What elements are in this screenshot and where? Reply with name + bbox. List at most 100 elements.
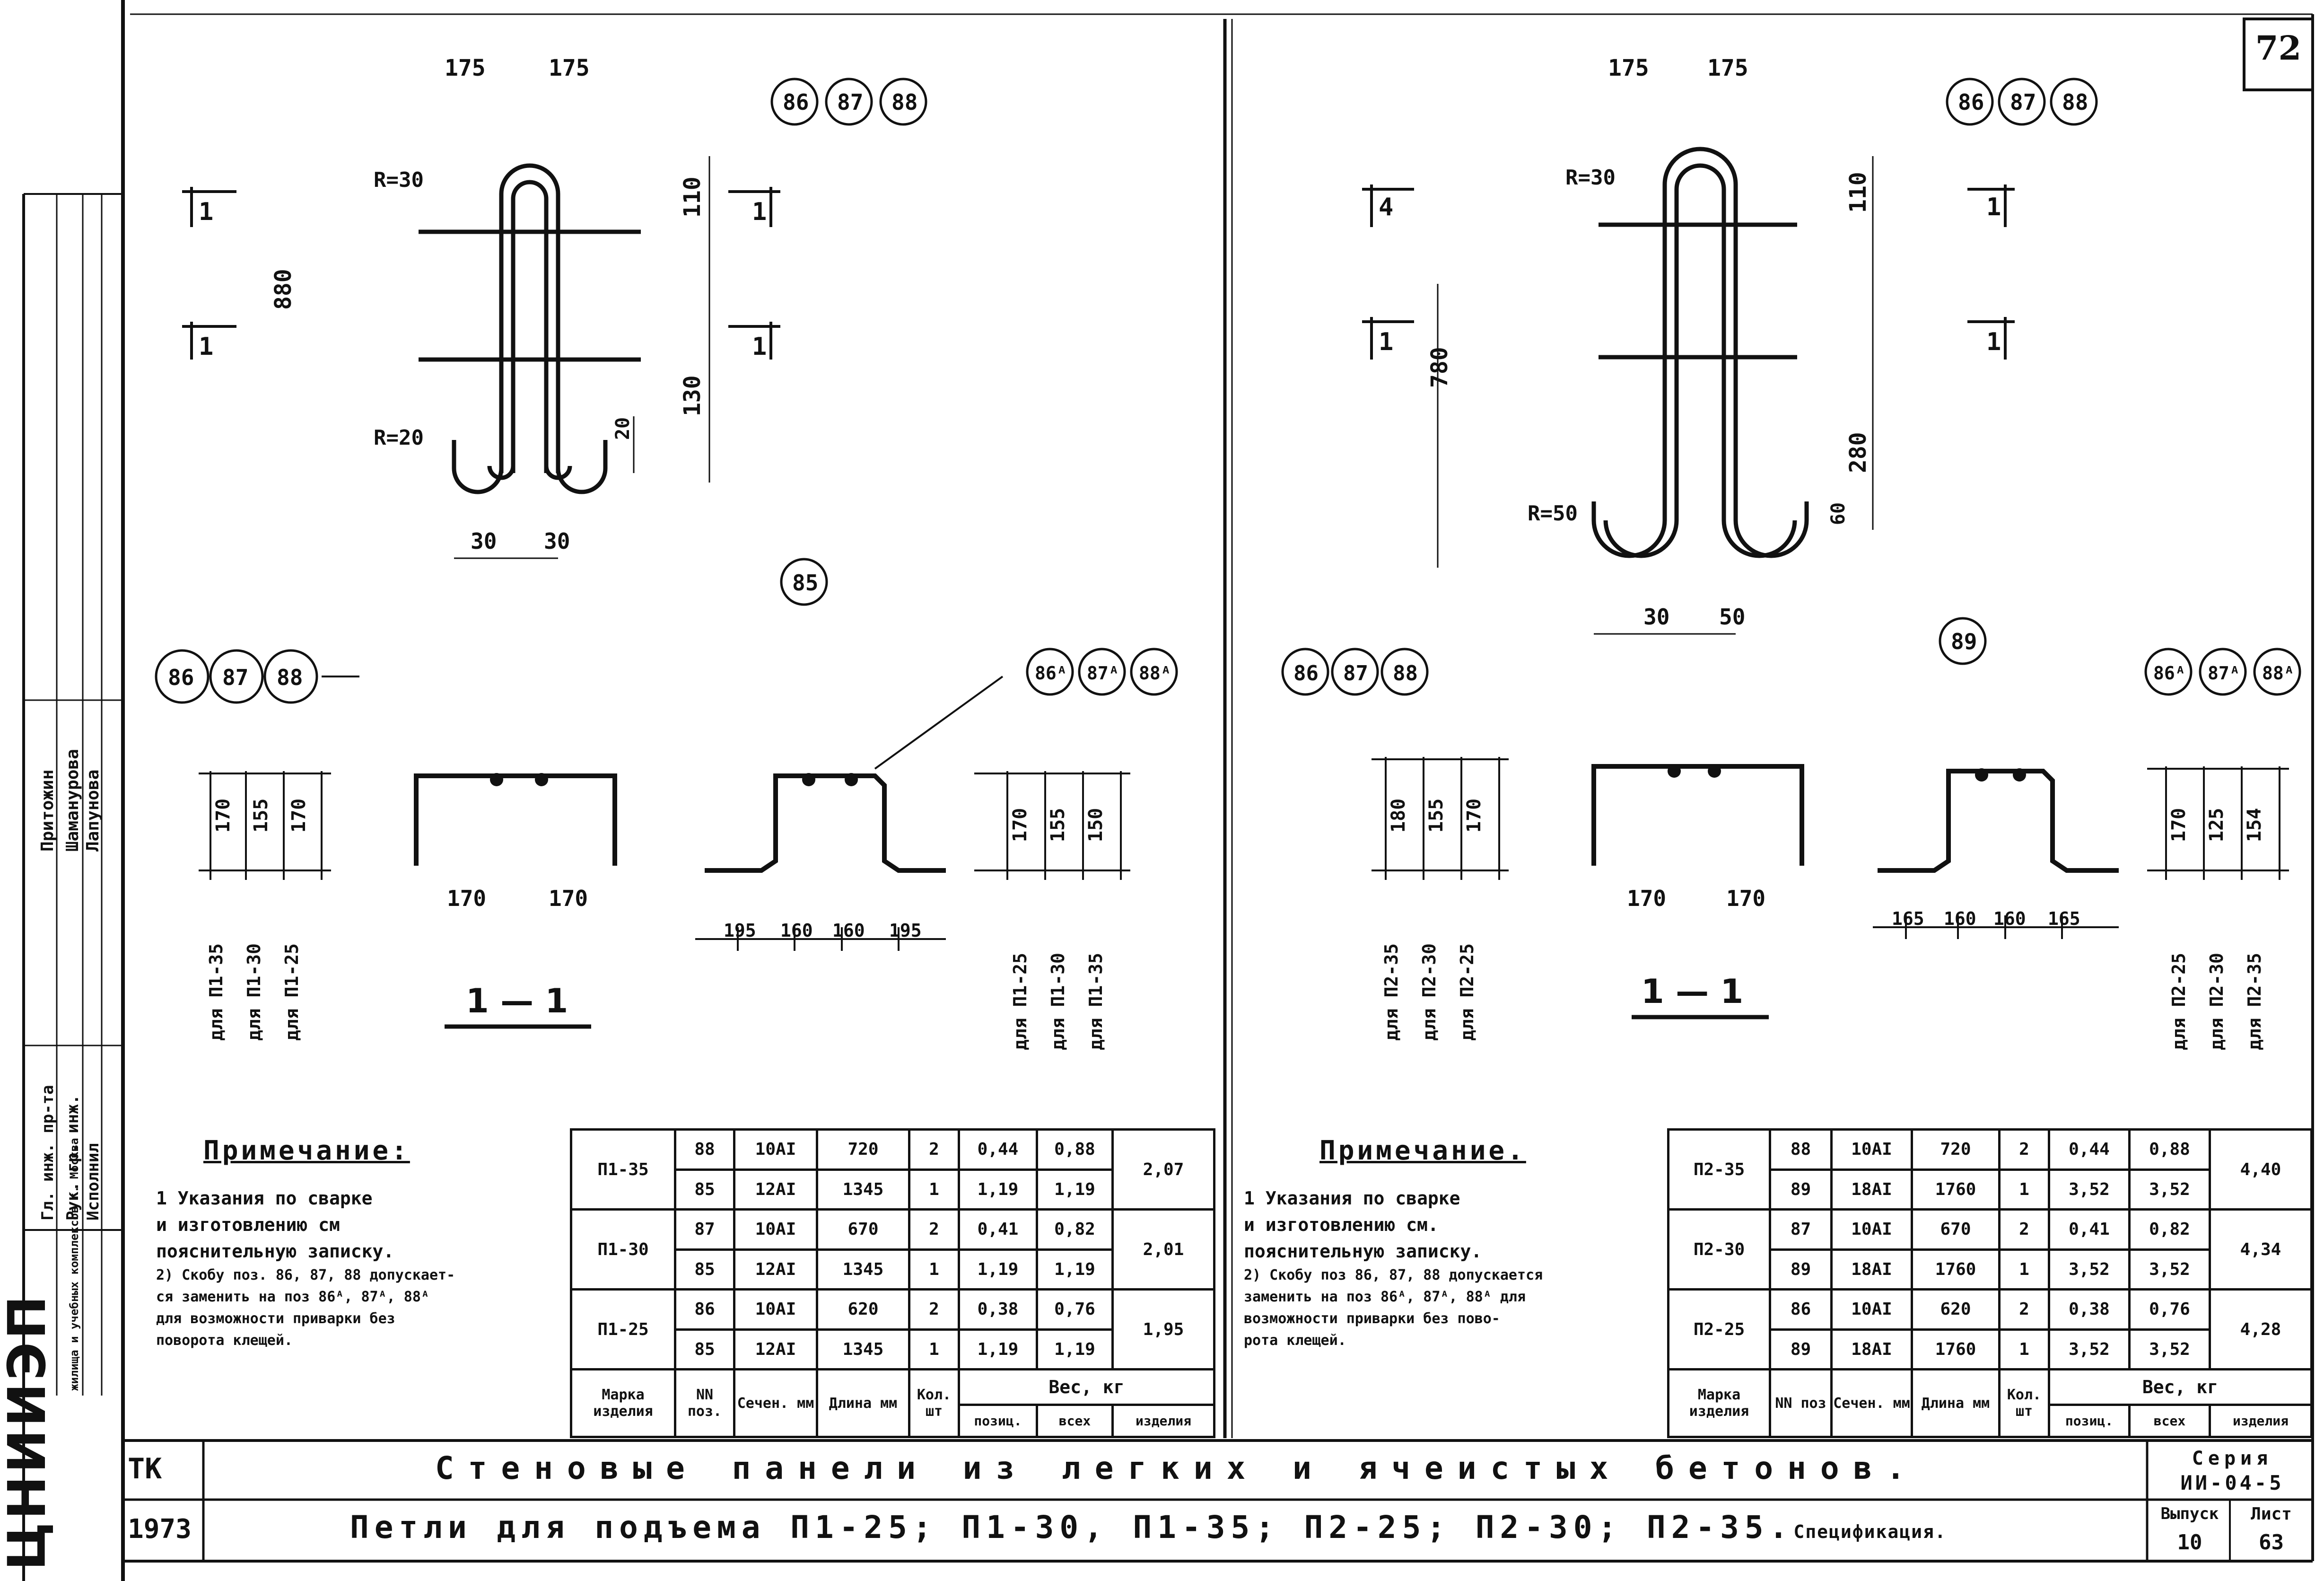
- table-cell: 12АI: [733, 1168, 818, 1211]
- table-cell: 2: [1998, 1208, 2050, 1251]
- right-dim-b: 155: [1047, 808, 1069, 842]
- table-cell: 2: [908, 1288, 960, 1331]
- dim-110: 110: [679, 176, 706, 218]
- r-left-for-c: для П2-25: [1457, 943, 1477, 1041]
- table-cell: 3,52: [2128, 1248, 2211, 1291]
- table-cell: 1760: [1911, 1328, 2001, 1370]
- stamp-issue-value: 10: [2177, 1530, 2202, 1555]
- table-cell: 1: [908, 1248, 960, 1291]
- left-dim-b: 155: [250, 799, 272, 833]
- table-cell: 0,76: [2128, 1288, 2211, 1331]
- table-header: Марка изделия: [570, 1368, 676, 1438]
- right-for-c: для П1-35: [1085, 953, 1106, 1050]
- r-circle-top-88: 88: [2062, 89, 2088, 115]
- table-header: Марка изделия: [1667, 1368, 1771, 1438]
- table-cell: 0,38: [958, 1288, 1038, 1331]
- r-dim-280: 280: [1845, 432, 1871, 473]
- table-cell: 0,88: [2128, 1128, 2211, 1171]
- dim-top-a: 175: [445, 55, 486, 81]
- table-cell: 18АI: [1830, 1248, 1913, 1291]
- r-right-for-b: для П2-30: [2206, 953, 2227, 1050]
- r-right-dim-c: 154: [2244, 808, 2265, 842]
- table-cell: 0,88: [1036, 1128, 1114, 1171]
- circle-top-87: 87: [837, 89, 863, 115]
- table-cell: 0,41: [958, 1208, 1038, 1251]
- table-cell: 3,52: [2048, 1328, 2131, 1370]
- hat-dim-4: 195: [889, 920, 922, 941]
- stamp-issue-label: Выпуск: [2160, 1504, 2219, 1523]
- table-cell: 1,19: [1036, 1168, 1114, 1211]
- table-cell: 0,44: [2048, 1128, 2131, 1171]
- table-cell: 720: [1911, 1128, 2001, 1171]
- circle-mid-87: 87: [222, 665, 248, 690]
- r-radius-bottom: R=50: [1528, 501, 1578, 526]
- left-dim-c: 170: [288, 799, 310, 833]
- right-for-b: для П1-30: [1048, 953, 1068, 1050]
- r-circle-mid-88a: 88ᴬ: [2262, 663, 2295, 684]
- r-dim-780: 780: [1426, 347, 1453, 388]
- table-cell: 86: [674, 1288, 735, 1331]
- table-cell: 2: [908, 1208, 960, 1251]
- left-spec-table: П1-35 88 10АI 720 2 0,44 0,88 2,07 85 12…: [570, 1128, 1215, 1439]
- r-left-for-a: для П2-35: [1381, 943, 1402, 1041]
- table-cell: П2-35: [1667, 1128, 1771, 1211]
- table-cell: 1: [1998, 1248, 2050, 1291]
- table-cell: 3,52: [2128, 1328, 2211, 1370]
- left-note-line-4: 2) Скобу поз. 86, 87, 88 допускает-: [156, 1267, 455, 1283]
- table-cell: П1-25: [570, 1288, 676, 1370]
- r-dim-top-b: 175: [1707, 55, 1748, 81]
- stamp-title-1: Стеновые панели из легких и ячеистых бет…: [435, 1450, 1920, 1486]
- dim-880: 880: [270, 269, 297, 310]
- table-cell: 85: [674, 1328, 735, 1370]
- dim-top-b: 175: [549, 55, 590, 81]
- table-cell: 10АI: [733, 1208, 818, 1251]
- section-mark-1: 1: [199, 198, 213, 226]
- table-cell: 10АI: [1830, 1288, 1913, 1331]
- table-cell: 0,82: [2128, 1208, 2211, 1251]
- left-note-line-5: ся заменить на поз 86ᴬ, 87ᴬ, 88ᴬ: [156, 1289, 429, 1305]
- table-cell: 3,52: [2048, 1248, 2131, 1291]
- table-cell: 1,19: [958, 1328, 1038, 1370]
- stamp-year: 1973: [128, 1514, 192, 1545]
- r-left-dim-c: 170: [1463, 799, 1485, 833]
- left-note-title: Примечание:: [203, 1135, 410, 1166]
- table-cell: 720: [816, 1128, 910, 1171]
- r-circle-top-86: 86: [1958, 89, 1984, 115]
- circle-mid-86: 86: [168, 665, 194, 690]
- table-header: Кол. шт: [1998, 1368, 2050, 1438]
- table-cell: 89: [1769, 1168, 1833, 1211]
- table-cell: 1345: [816, 1168, 910, 1211]
- table-header: всех: [1036, 1403, 1114, 1439]
- table-cell: 1,19: [958, 1168, 1038, 1211]
- table-header: всех: [2128, 1403, 2211, 1439]
- r-section-mark-3: 1: [1986, 193, 2001, 221]
- table-cell: 88: [1769, 1128, 1833, 1171]
- table-header: NN поз.: [674, 1368, 735, 1438]
- r-circle-mid-88: 88: [1393, 661, 1418, 685]
- table-header: позиц.: [2048, 1403, 2131, 1439]
- r-left-for-b: для П2-30: [1419, 943, 1440, 1041]
- r-section-mark-4: 1: [1986, 328, 2001, 356]
- r-radius-top: R=30: [1565, 166, 1616, 190]
- table-cell: П1-35: [570, 1128, 676, 1211]
- r-hat-dim-4: 165: [2048, 908, 2080, 929]
- table-cell: 4,40: [2209, 1128, 2313, 1211]
- circle-top-88: 88: [891, 89, 917, 115]
- section-mark-3: 1: [752, 198, 767, 226]
- table-cell: 10АI: [733, 1128, 818, 1171]
- left-note-line-6: для возможности приварки без: [156, 1310, 395, 1327]
- stamp-tk: ТК: [128, 1452, 162, 1485]
- right-note: Примечание. 1 Указания по сварке и изгот…: [1244, 1135, 1669, 1352]
- table-cell: 12АI: [733, 1328, 818, 1370]
- table-cell: 670: [816, 1208, 910, 1251]
- hat-dim-1: 195: [724, 920, 756, 941]
- table-header: Вес, кг: [2048, 1368, 2313, 1406]
- left-note-line-1: 1 Указания по сварке: [156, 1188, 373, 1209]
- r-dim-110: 110: [1845, 172, 1871, 213]
- r-right-dim-a: 170: [2168, 808, 2190, 842]
- hat-dim-3: 160: [832, 920, 865, 941]
- table-header: Сечен. мм: [1830, 1368, 1913, 1438]
- side-role-1: Гл. инж. пр-та: [38, 1085, 57, 1221]
- table-header: позиц.: [958, 1403, 1038, 1439]
